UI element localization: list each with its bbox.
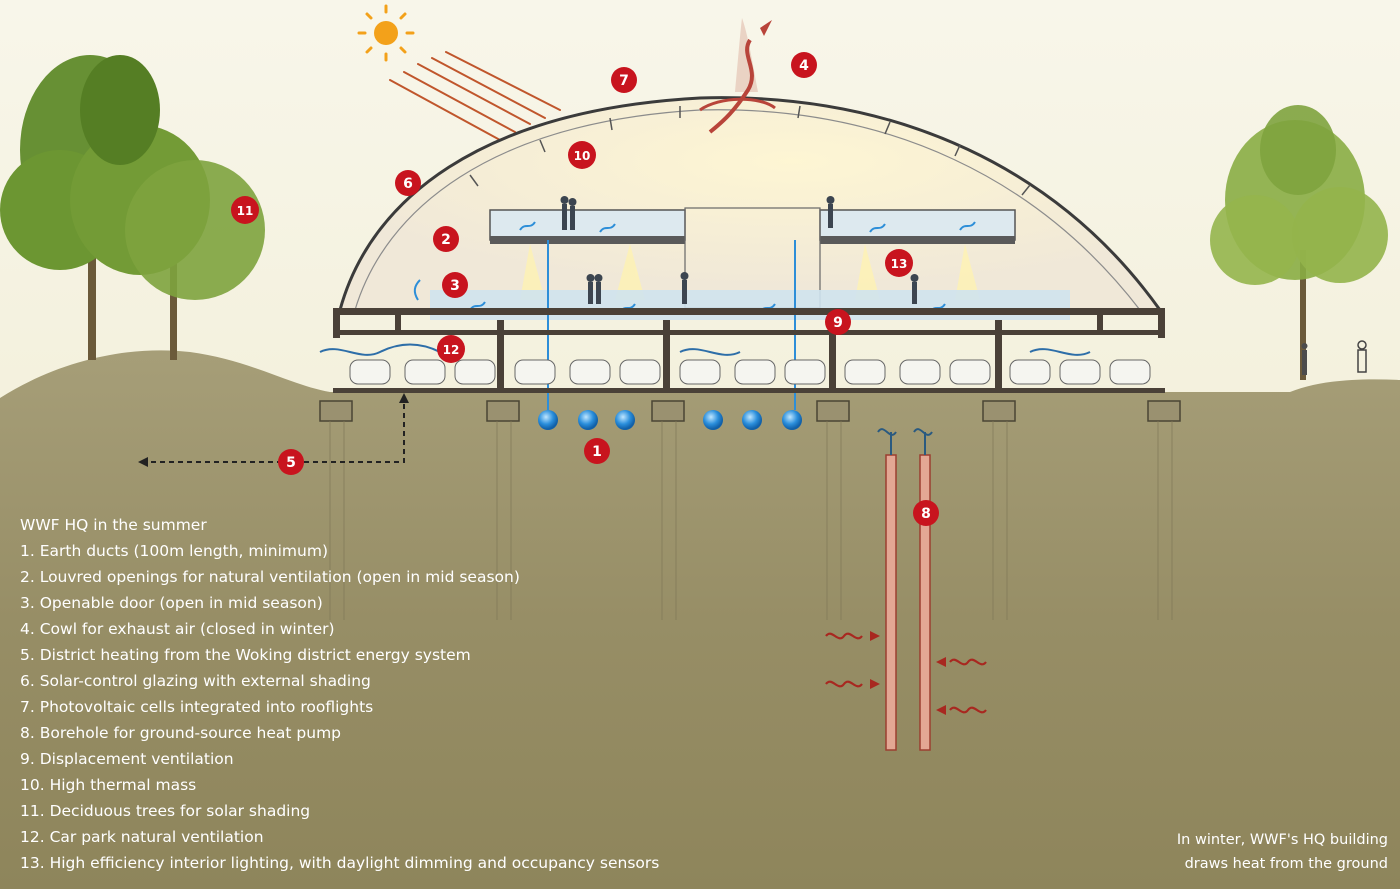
svg-text:10: 10 xyxy=(574,149,591,163)
tree-left xyxy=(0,55,265,360)
office-floor-main xyxy=(430,290,1070,320)
svg-text:13: 13 xyxy=(891,257,908,271)
marker-4: 4 xyxy=(791,52,817,78)
svg-text:7: 7 xyxy=(619,73,629,89)
car-park-airflow xyxy=(319,343,1091,356)
winter-note: In winter, WWF's HQ building draws heat … xyxy=(1177,828,1388,876)
car-park xyxy=(349,359,1151,385)
marker-2: 2 xyxy=(433,226,459,252)
person-figures-outside xyxy=(1301,340,1367,375)
arrow-left-icon xyxy=(138,457,148,467)
legend-item: 13. High efficiency interior lighting, w… xyxy=(20,854,660,872)
legend-item: 1. Earth ducts (100m length, minimum) xyxy=(20,542,328,560)
pile-lines xyxy=(329,421,1173,620)
legend: WWF HQ in the summer 1. Earth ducts (100… xyxy=(20,512,659,876)
svg-text:9: 9 xyxy=(833,315,843,331)
svg-text:1: 1 xyxy=(592,444,602,460)
ground-heat-arrows xyxy=(825,632,987,714)
marker-9: 9 xyxy=(825,309,851,335)
ground xyxy=(0,350,1400,889)
marker-7: 7 xyxy=(611,67,637,93)
marker-10: 10 xyxy=(568,141,596,169)
arrow-up-icon xyxy=(399,393,409,403)
svg-text:3: 3 xyxy=(450,278,460,294)
marker-1: 1 xyxy=(584,438,610,464)
svg-text:4: 4 xyxy=(799,58,809,74)
office-floor-upper xyxy=(489,207,1016,309)
sun-rays xyxy=(389,51,561,141)
svg-text:2: 2 xyxy=(441,232,451,248)
sun-icon xyxy=(357,4,415,62)
boreholes xyxy=(877,428,933,751)
people-inside xyxy=(560,196,919,304)
light-cones xyxy=(520,244,980,300)
marker-5: 5 xyxy=(278,449,304,475)
earth-ducts xyxy=(538,410,802,430)
legend-item: 7. Photovoltaic cells integrated into ro… xyxy=(20,698,374,716)
foundations xyxy=(319,400,1181,422)
legend-item: 10. High thermal mass xyxy=(20,776,197,794)
marker-11: 11 xyxy=(231,196,259,224)
rooflight-glazing xyxy=(469,105,1031,196)
marker-6: 6 xyxy=(395,170,421,196)
svg-text:6: 6 xyxy=(403,176,413,192)
svg-text:5: 5 xyxy=(286,455,296,471)
marker-13: 13 xyxy=(885,249,913,277)
winter-note-line2: draws heat from the ground xyxy=(1184,856,1388,872)
tree-right xyxy=(1210,105,1388,380)
marker-8: 8 xyxy=(913,500,939,526)
legend-item: 5. District heating from the Woking dist… xyxy=(20,646,471,664)
marker-12: 12 xyxy=(437,335,465,363)
svg-text:11: 11 xyxy=(237,204,254,218)
legend-item: 2. Louvred openings for natural ventilat… xyxy=(20,568,520,586)
svg-text:8: 8 xyxy=(921,506,931,522)
legend-title: WWF HQ in the summer xyxy=(20,516,207,534)
heat-arrow-heads xyxy=(870,631,946,715)
dome-roof xyxy=(338,96,1162,311)
legend-item: 9. Displacement ventilation xyxy=(20,750,234,768)
marker-3: 3 xyxy=(442,272,468,298)
legend-item: 6. Solar-control glazing with external s… xyxy=(20,672,371,690)
cowl-exhaust xyxy=(699,18,776,134)
legend-item: 8. Borehole for ground-source heat pump xyxy=(20,724,342,742)
legend-item: 4. Cowl for exhaust air (closed in winte… xyxy=(20,620,335,638)
svg-text:12: 12 xyxy=(443,343,460,357)
winter-note-line1: In winter, WWF's HQ building xyxy=(1176,832,1388,848)
legend-item: 11. Deciduous trees for solar shading xyxy=(20,802,311,820)
building-structure xyxy=(333,308,1165,393)
legend-item: 3. Openable door (open in mid season) xyxy=(20,594,323,612)
district-heating-pipe xyxy=(140,395,405,463)
legend-item: 12. Car park natural ventilation xyxy=(20,828,264,846)
